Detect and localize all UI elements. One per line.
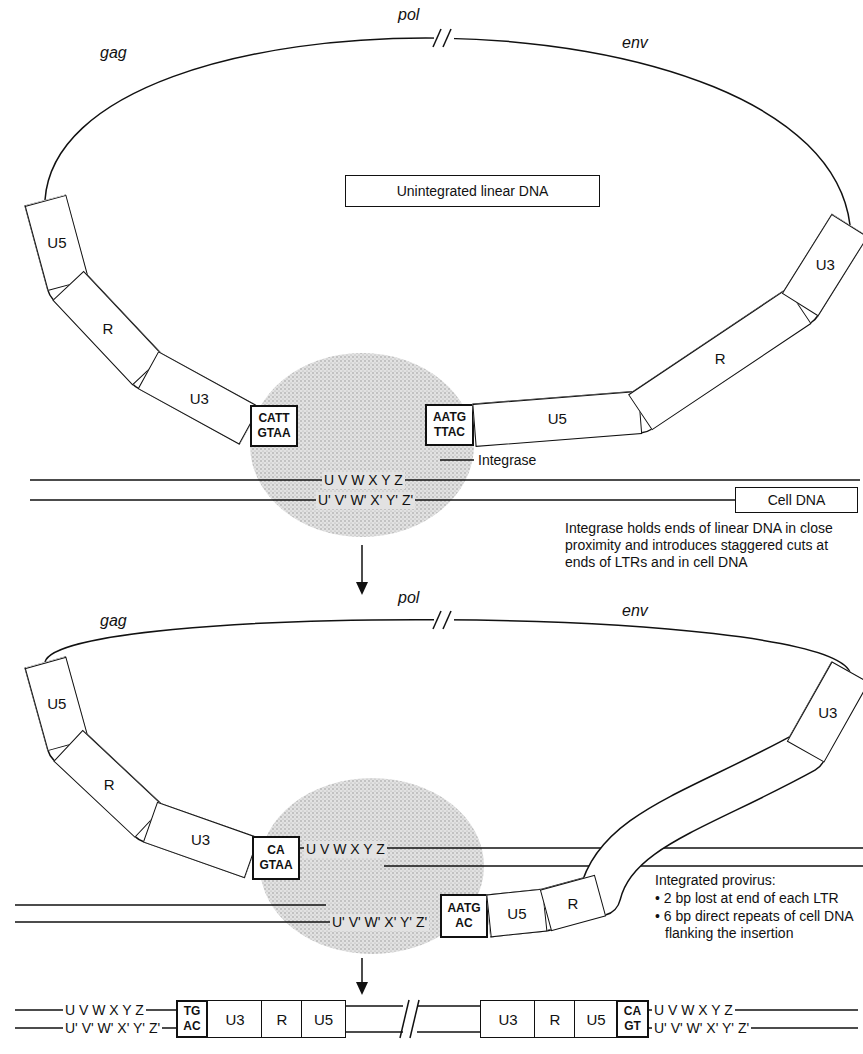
cell-dna-strand	[15, 904, 326, 906]
ltr-segment: U5	[574, 1000, 618, 1038]
dna-state-box: Unintegrated linear DNA	[345, 175, 600, 207]
ltr-segment: R	[53, 729, 164, 837]
node-text: U5	[47, 234, 66, 251]
node-text: U5	[47, 695, 66, 712]
node-text: U3	[815, 257, 834, 274]
node-text: GTAA	[259, 858, 292, 873]
step-note: Integrase holds ends of linear DNA in cl…	[565, 520, 857, 571]
gene-name: gag	[100, 612, 127, 629]
node-text: TG	[184, 1004, 201, 1019]
break-gap	[434, 610, 454, 630]
enzyme-label: Integrase	[478, 452, 536, 469]
integrase-complex	[250, 353, 474, 537]
node-text: Cell DNA	[768, 492, 826, 508]
ltr-segment: U3	[480, 1000, 536, 1038]
gene-name: pol	[398, 589, 419, 606]
step-note: • 6 bp direct repeats of cell DNA flanki…	[655, 908, 863, 942]
break-mark	[443, 29, 451, 47]
ltr-segment: R	[52, 270, 163, 384]
gene-name: env	[622, 34, 648, 51]
node-text: R	[715, 350, 726, 367]
ltr-segment: U5	[472, 391, 641, 447]
break-mark	[443, 611, 451, 629]
ltr-segment: U5	[486, 889, 547, 938]
ltr-end-box: AATGAC	[440, 894, 488, 938]
ltr-segment: R	[628, 287, 812, 430]
step-arrow	[361, 545, 363, 584]
ltr-segment: U3	[143, 802, 259, 879]
ltr-end-box: TGAC	[176, 1000, 208, 1038]
ltr-end-box: CATTGTAA	[250, 405, 298, 447]
node-text: GTAA	[257, 426, 290, 441]
node-text: U5	[507, 905, 526, 922]
step-note: • 2 bp lost at end of each LTR	[655, 890, 863, 907]
node-text: CATT	[258, 411, 289, 426]
gene-name: gag	[100, 44, 127, 61]
break-mark	[433, 611, 441, 629]
cell-dna-strand	[15, 921, 332, 923]
node-text: R	[550, 1011, 561, 1028]
node-text: U3	[225, 1011, 244, 1028]
node-text: GT	[624, 1019, 641, 1034]
node-text: R	[103, 319, 114, 336]
break-mark	[410, 1000, 419, 1038]
sequence-label: U V W X Y Z	[652, 1003, 735, 1018]
break-mark	[400, 1000, 409, 1038]
ltr-segment: U3	[782, 214, 863, 317]
sequence-label: U' V' W' X' Y' Z'	[316, 492, 415, 509]
gene-name: env	[622, 602, 648, 619]
node-text: CA	[624, 1004, 641, 1019]
node-text: AC	[183, 1019, 200, 1034]
node-text: U3	[191, 832, 210, 849]
ltr-segment: R	[539, 874, 605, 930]
sequence-label: U' V' W' X' Y' Z'	[652, 1021, 751, 1036]
sequence-label: U V W X Y Z	[63, 1003, 146, 1018]
node-text: AATG	[433, 410, 466, 425]
node-text: TTAC	[434, 425, 465, 440]
ltr-segment: U5	[301, 1000, 346, 1038]
gene-name: pol	[398, 6, 419, 23]
viral-dna-loop	[45, 38, 850, 225]
node-text: Unintegrated linear DNA	[397, 183, 549, 199]
node-text: U3	[189, 389, 208, 406]
node-text: U5	[586, 1011, 605, 1028]
break-mark	[433, 29, 441, 47]
sequence-label: U' V' W' X' Y' Z'	[63, 1021, 162, 1036]
arrow-head	[356, 582, 368, 595]
ltr-segment: R	[534, 1000, 576, 1038]
sequence-label: U V W X Y Z	[304, 841, 387, 858]
node-text: AATG	[447, 901, 480, 916]
node-text: CA	[267, 843, 284, 858]
step-arrow	[361, 958, 363, 984]
ltr-end-box: AATGTTAC	[425, 404, 474, 446]
leader-line	[440, 459, 474, 461]
node-text: AC	[455, 916, 472, 931]
ltr-end-box: CAGT	[616, 1000, 649, 1038]
ltr-segment: U3	[138, 351, 261, 445]
cell-dna-strand	[30, 479, 860, 481]
node-text: R	[277, 1011, 288, 1028]
sequence-label: U' V' W' X' Y' Z'	[330, 914, 429, 931]
node-text: U3	[818, 704, 837, 721]
break-gap	[434, 28, 454, 48]
cell-dna-box: Cell DNA	[735, 487, 858, 513]
arrow-head	[356, 982, 368, 995]
ltr-segment: U3	[207, 1000, 263, 1038]
ltr-end-box: CAGTAA	[252, 836, 300, 880]
node-text: U3	[498, 1011, 517, 1028]
node-text: U5	[314, 1011, 333, 1028]
node-text: U5	[547, 410, 566, 427]
ltr-segment: R	[261, 1000, 303, 1038]
node-text: R	[567, 894, 578, 911]
step-note: Integrated provirus:	[655, 872, 860, 889]
sequence-label: U V W X Y Z	[322, 472, 405, 489]
node-text: R	[104, 775, 115, 792]
ltr-segment: U3	[786, 661, 863, 762]
